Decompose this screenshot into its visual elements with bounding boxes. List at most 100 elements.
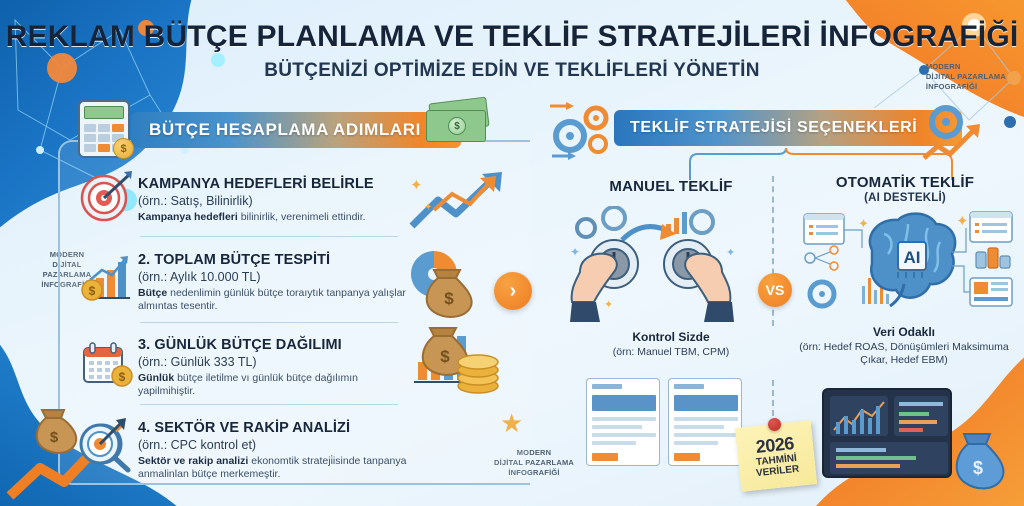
money-bag-blue-icon: $ xyxy=(955,433,1005,490)
step-subtitle: (örn.: Satış, Bilinirlik) xyxy=(138,193,253,208)
step-description: Sektör ve rakip analizi ekonomtik strate… xyxy=(138,455,408,482)
gear-arrow-icon xyxy=(922,105,980,160)
step-description-rest: nedenlimin günlük bütçe toraıytık tanpan… xyxy=(138,286,406,313)
step-title: 2. TOPLAM BÜTÇE TESPİTİ xyxy=(138,252,331,268)
watermark-line-2a: DİJİTAL xyxy=(52,260,82,270)
manual-bid-heading: MANUEL TEKLİF xyxy=(576,178,766,195)
svg-text:✦: ✦ xyxy=(956,213,969,230)
chevron-right-icon: › xyxy=(509,279,517,302)
money-bags-icon: $ $ xyxy=(421,269,473,376)
step-description-rest: ekonomtik strateji̇isinde tanpanya anmal… xyxy=(138,454,407,481)
svg-text:$: $ xyxy=(973,458,983,478)
manual-bid-caption-title: Kontrol Sizde xyxy=(632,330,710,344)
step-description-rest: bütçe iletilme vı günlük bütçe dağılımın… xyxy=(138,371,359,398)
browser-mockup-left xyxy=(586,378,660,466)
watermark-bottom: MODERN DİJİTAL PAZARLAMA İNFOGRAFİĞİ xyxy=(480,448,588,478)
vs-badge: VS xyxy=(758,273,792,307)
step-title: KAMPANYA HEDEFLERİ BELİRLE xyxy=(138,176,374,192)
page-title: REKLAM BÜTÇE PLANLAMA VE TEKLİF STRATEJİ… xyxy=(5,20,1019,53)
coin-stack-icon xyxy=(457,354,499,394)
sticky-note-line-2: VERİLER xyxy=(755,463,800,479)
calendar-coin-icon: $ xyxy=(78,336,134,392)
svg-text:✦: ✦ xyxy=(410,177,423,194)
target-icon xyxy=(78,168,134,224)
auto-bid-heading-sub: (AI DESTEKLİ) xyxy=(864,192,946,204)
network-pattern-top-right xyxy=(873,13,1021,128)
svg-text:$: $ xyxy=(440,347,450,366)
watermark-line-3: İNFOGRAFİĞİ xyxy=(41,280,93,290)
svg-text:$: $ xyxy=(89,284,96,298)
step-description: Kampanya hedefleri bilinirlik, verenimel… xyxy=(138,211,408,225)
page-subtitle: BÜTÇENİZİ OPTİMİZE EDİN VE TEKLİFLERİ YÖ… xyxy=(264,60,760,81)
column-divider-lower xyxy=(772,380,774,426)
coin-icon: $ xyxy=(113,138,134,159)
step-item-4: 4. SEKTÖR VE RAKİP ANALİZİ (örn.: CPC ko… xyxy=(138,420,408,482)
gears-icon xyxy=(550,102,609,160)
watermark-top-right: MODERN DİJİTAL PAZARLAMA İNFOGRAFİĞİ xyxy=(926,62,1006,92)
watermark-line-3: İNFOGRAFİĞİ xyxy=(925,82,978,92)
svg-text:$: $ xyxy=(119,370,126,384)
step-subtitle: (örn.: Günlük 333 TL) xyxy=(138,354,257,369)
budget-steps-band-label: BÜTÇE HESAPLAMA ADIMLARI xyxy=(149,120,421,139)
network-pattern-top-left xyxy=(14,18,225,211)
manual-bid-caption: Kontrol Sizde (örn: Manuel TBM, CPM) xyxy=(578,330,764,359)
bid-strategy-band: TEKLİF STRATEJİSİ SEÇENEKLERİ xyxy=(614,110,962,146)
growth-arrow-icon: ✦ ✦ xyxy=(409,172,502,229)
panel-connector-arrow-button[interactable]: › xyxy=(494,272,532,310)
step-title: 4. SEKTÖR VE RAKİP ANALİZİ xyxy=(138,420,351,436)
step-description-lead: Kampanya hedefleri xyxy=(138,210,238,223)
step-description-lead: Bütçe xyxy=(138,286,168,299)
manual-bid-caption-sub: (örn: Manuel TBM, CPM) xyxy=(612,346,730,358)
step-item-3: 3. GÜNLÜK BÜTÇE DAĞILIMI (örn.: Günlük 3… xyxy=(138,337,408,399)
step-subtitle: (örn.: Aylık 10.000 TL) xyxy=(138,269,261,284)
watermark-line-1: MODERN xyxy=(516,448,552,457)
browser-mockup-right xyxy=(668,378,742,466)
svg-text:$: $ xyxy=(50,429,59,446)
step-subtitle: (örn.: CPC kontrol et) xyxy=(138,437,257,452)
step-description-rest: bilinirlik, verenimeli ettindir. xyxy=(240,210,366,223)
auto-bid-caption-sub: (örn: Hedef ROAS, Dönüşümleri Maksimuma … xyxy=(799,341,1009,367)
svg-text:✦: ✦ xyxy=(424,202,432,213)
watermark-line-2: DİJİTAL PAZARLAMA xyxy=(493,458,575,468)
step-item-1: KAMPANYA HEDEFLERİ BELİRLE (örn.: Satış,… xyxy=(138,176,408,224)
step-description-lead: Sektör ve rakip analizi xyxy=(138,454,249,467)
column-divider xyxy=(772,176,774,326)
manual-bid-heading-text: MANUEL TEKLİF xyxy=(609,178,733,195)
step-divider xyxy=(140,404,398,405)
forecast-sticky-note: 2026 TAHMİNİ VERİLER xyxy=(734,420,818,492)
svg-text:✦: ✦ xyxy=(604,299,613,311)
step-title: 3. GÜNLÜK BÜTÇE DAĞILIMI xyxy=(138,337,342,353)
svg-text:$: $ xyxy=(444,289,454,308)
step-item-2: 2. TOPLAM BÜTÇE TESPİTİ (örn.: Aylık 10.… xyxy=(138,252,408,314)
step-description: Bütçe nedenlimin günlük bütçe toraıytık … xyxy=(138,287,408,314)
watermark-line-2b: PAZARLAMA xyxy=(42,270,92,280)
step-description-lead: Günlük xyxy=(138,371,175,384)
hands-on-dials-icon: ✦ ✦ ✦ xyxy=(570,206,735,322)
bid-strategy-band-label: TEKLİF STRATEJİSİ SEÇENEKLERİ xyxy=(630,119,918,136)
watermark-line-3: İNFOGRAFİĞİ xyxy=(508,468,560,478)
auto-bid-heading: OTOMATİK TEKLİF (AI DESTEKLİ) xyxy=(800,174,1010,204)
bottom-left-decorations: $ xyxy=(6,409,126,500)
growth-chart-coin-icon: $ xyxy=(78,250,134,306)
step-description: Günlük bütçe iletilme vı günlük bütçe da… xyxy=(138,372,408,399)
auto-bid-caption-title: Veri Odaklı xyxy=(872,325,936,339)
watermark-line-1: MODERN xyxy=(925,62,961,71)
pin-icon xyxy=(768,418,781,431)
watermark-line-1: MODERN xyxy=(49,250,85,259)
banknotes-icon: $ xyxy=(424,96,494,146)
svg-text:✦: ✦ xyxy=(858,216,869,231)
analytics-dashboard-mockup xyxy=(822,388,952,478)
auto-bid-caption: Veri Odaklı (örn: Hedef ROAS, Dönüşümler… xyxy=(792,325,1016,368)
step-divider xyxy=(140,322,398,323)
budget-steps-band: BÜTÇE HESAPLAMA ADIMLARI xyxy=(131,112,461,148)
ai-chip-label: AI xyxy=(904,248,921,267)
star-icon: ★ xyxy=(500,408,524,438)
auto-bid-heading-text: OTOMATİK TEKLİF xyxy=(835,174,975,191)
step-divider xyxy=(140,236,398,237)
ai-brain-icon: AI ✦ ✦ xyxy=(803,211,1013,309)
svg-text:✦: ✦ xyxy=(726,247,735,259)
watermark-left: MODERN DİJİTAL PAZARLAMA İNFOGRAFİĞİ xyxy=(24,250,110,291)
svg-text:✦: ✦ xyxy=(570,245,580,259)
vs-badge-label: VS xyxy=(765,282,785,298)
